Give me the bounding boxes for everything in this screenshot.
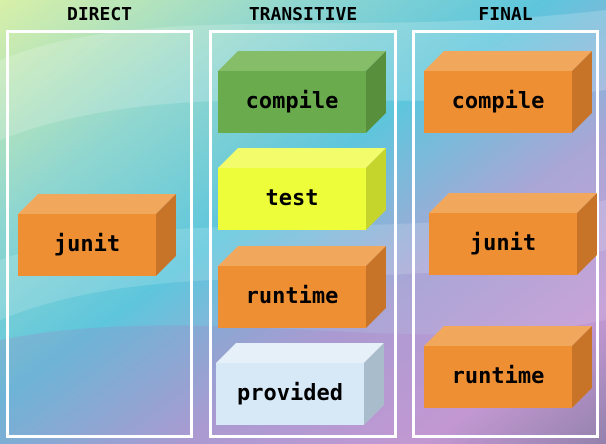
- box-3d-shape: [424, 51, 592, 133]
- box-front-face: [18, 214, 156, 276]
- box-label: junit: [469, 231, 537, 256]
- box-top-face: [424, 326, 592, 346]
- box-front-face: [424, 346, 572, 408]
- box-top-face: [429, 193, 597, 213]
- box-3d-shape: [218, 51, 386, 133]
- dependency-box-final-compile: compile: [424, 51, 592, 133]
- dependency-box-transitive-provided: provided: [216, 343, 384, 425]
- dependency-box-transitive-test: test: [218, 148, 386, 230]
- box-label: compile: [245, 89, 339, 114]
- dependency-box-final-runtime: runtime: [424, 326, 592, 408]
- box-3d-shape: [216, 343, 384, 425]
- box-label: junit: [53, 232, 121, 257]
- box-side-face: [156, 194, 176, 276]
- box-top-face: [218, 148, 386, 168]
- box-front-face: [424, 71, 572, 133]
- box-side-face: [364, 343, 384, 425]
- box-front-face: [218, 266, 366, 328]
- dependency-box-transitive-runtime: runtime: [218, 246, 386, 328]
- box-top-face: [424, 51, 592, 71]
- box-top-face: [218, 246, 386, 266]
- box-front-face: [218, 168, 366, 230]
- box-label: test: [265, 186, 319, 211]
- box-front-face: [216, 363, 364, 425]
- box-label: compile: [451, 89, 545, 114]
- box-top-face: [216, 343, 384, 363]
- column-frame-direct: [6, 30, 193, 438]
- box-front-face: [429, 213, 577, 275]
- box-3d-shape: [18, 194, 176, 276]
- box-top-face: [218, 51, 386, 71]
- box-side-face: [366, 148, 386, 230]
- box-front-face: [218, 71, 366, 133]
- column-title-direct: DIRECT: [66, 4, 133, 25]
- box-3d-shape: [218, 246, 386, 328]
- box-label: runtime: [451, 364, 545, 389]
- box-label: provided: [237, 381, 343, 406]
- dependency-box-direct-junit: junit: [18, 194, 176, 276]
- column-title-final: FINAL: [478, 4, 533, 25]
- box-3d-shape: [424, 326, 592, 408]
- box-top-face: [18, 194, 176, 214]
- column-title-transitive: TRANSITIVE: [248, 4, 358, 25]
- box-label: runtime: [245, 284, 339, 309]
- box-side-face: [366, 246, 386, 328]
- box-side-face: [577, 193, 597, 275]
- dependency-box-final-junit: junit: [429, 193, 597, 275]
- box-side-face: [366, 51, 386, 133]
- box-side-face: [572, 51, 592, 133]
- box-3d-shape: [218, 148, 386, 230]
- dependency-box-transitive-compile: compile: [218, 51, 386, 133]
- box-3d-shape: [429, 193, 597, 275]
- box-side-face: [572, 326, 592, 408]
- column-frame-transitive: [209, 30, 397, 438]
- column-frame-final: [412, 30, 599, 438]
